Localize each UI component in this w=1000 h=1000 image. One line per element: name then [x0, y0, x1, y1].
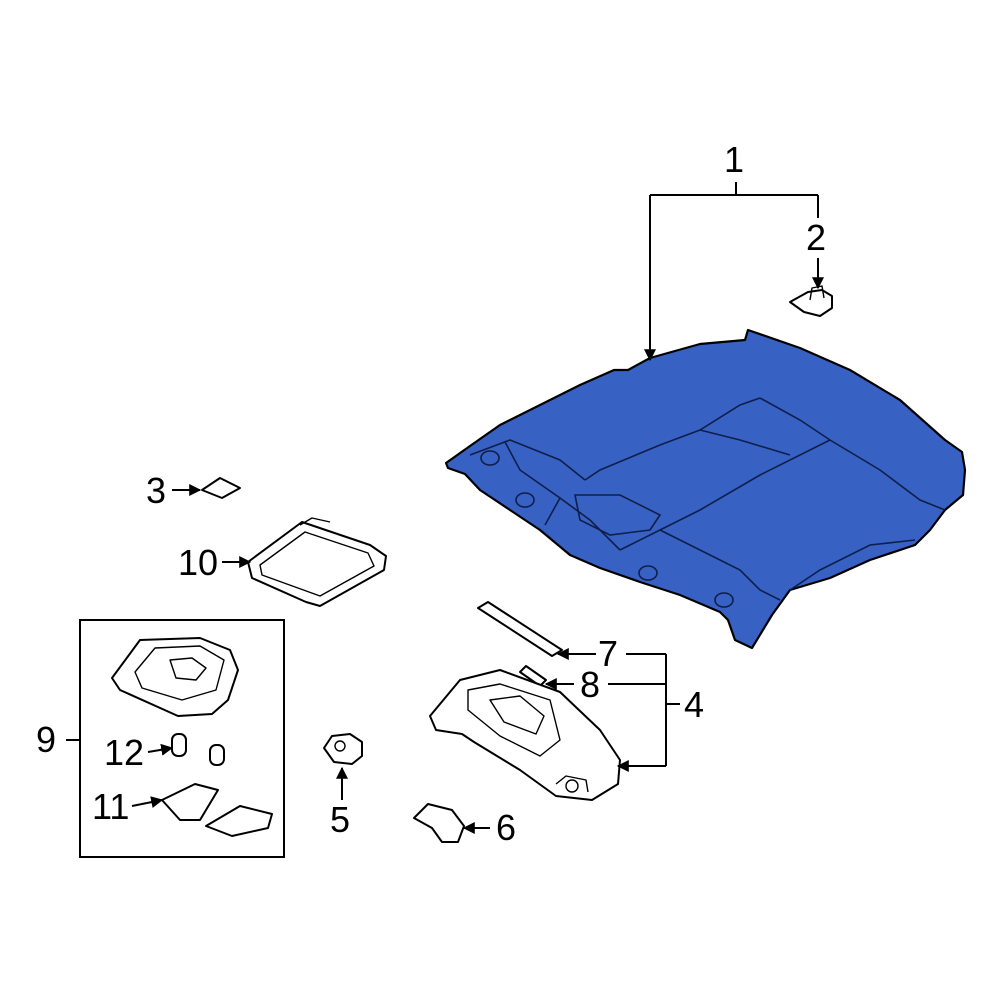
bracket-part[interactable]: [413, 803, 465, 843]
callout-3: 3: [146, 470, 166, 511]
map-lamp-part[interactable]: [111, 637, 239, 717]
callout-9: 9: [36, 719, 56, 760]
callout-6: 6: [496, 807, 516, 848]
clip-part[interactable]: [789, 285, 833, 317]
callout-4: 4: [684, 684, 704, 725]
headliner-part[interactable]: [444, 328, 967, 650]
pad-part[interactable]: [201, 477, 241, 499]
map-lamp-assembly-box: [79, 619, 285, 858]
strip-part[interactable]: [477, 601, 563, 657]
callout-12: 12: [104, 732, 144, 773]
callout-1: 1: [724, 139, 744, 180]
callout-8: 8: [580, 664, 600, 705]
callout-7: 7: [598, 633, 618, 674]
leader-lines: [66, 182, 824, 834]
callout-2: 2: [806, 217, 826, 258]
lens-part[interactable]: [161, 783, 273, 837]
holder-part[interactable]: [323, 733, 363, 765]
frame-part[interactable]: [247, 517, 387, 607]
callout-11: 11: [92, 786, 129, 827]
callout-labels: 1 2 3 4 5 6 7 8 9 10 11 12: [36, 139, 826, 848]
callout-10: 10: [178, 542, 218, 583]
callout-5: 5: [330, 799, 350, 840]
bulb-part[interactable]: [171, 733, 225, 766]
sun-visor-part[interactable]: [429, 669, 621, 801]
